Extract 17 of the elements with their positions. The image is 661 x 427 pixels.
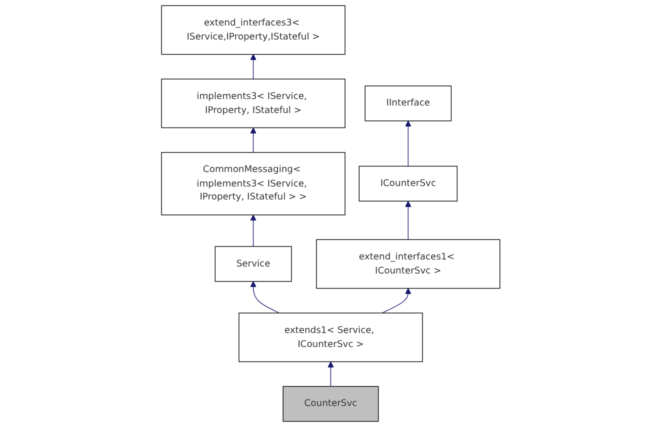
node-box: extends1< Service, ICounterSvc > bbox=[238, 312, 423, 362]
arrow bbox=[382, 288, 412, 314]
arrow bbox=[327, 361, 334, 387]
arrow bbox=[404, 200, 412, 240]
node-box: implements3< IService, IProperty, IStateful > bbox=[160, 78, 346, 128]
node-box: Service bbox=[214, 246, 292, 282]
arrow bbox=[250, 54, 256, 80]
arrow bbox=[404, 120, 412, 167]
arrow bbox=[250, 214, 256, 247]
arrow bbox=[250, 127, 256, 153]
node-box: CommonMessaging< implements3< IService, IProperty, IStateful > > bbox=[160, 152, 346, 216]
node-box: extend_interfaces1< ICounterSvc > bbox=[316, 239, 500, 289]
node-box: extend_interfaces3< IService,IProperty,IStateful > bbox=[160, 5, 346, 55]
arrow bbox=[250, 281, 280, 314]
node-box: CounterSvc bbox=[282, 386, 378, 422]
node-box: ICounterSvc bbox=[358, 166, 458, 202]
node-box: IInterface bbox=[364, 86, 452, 122]
